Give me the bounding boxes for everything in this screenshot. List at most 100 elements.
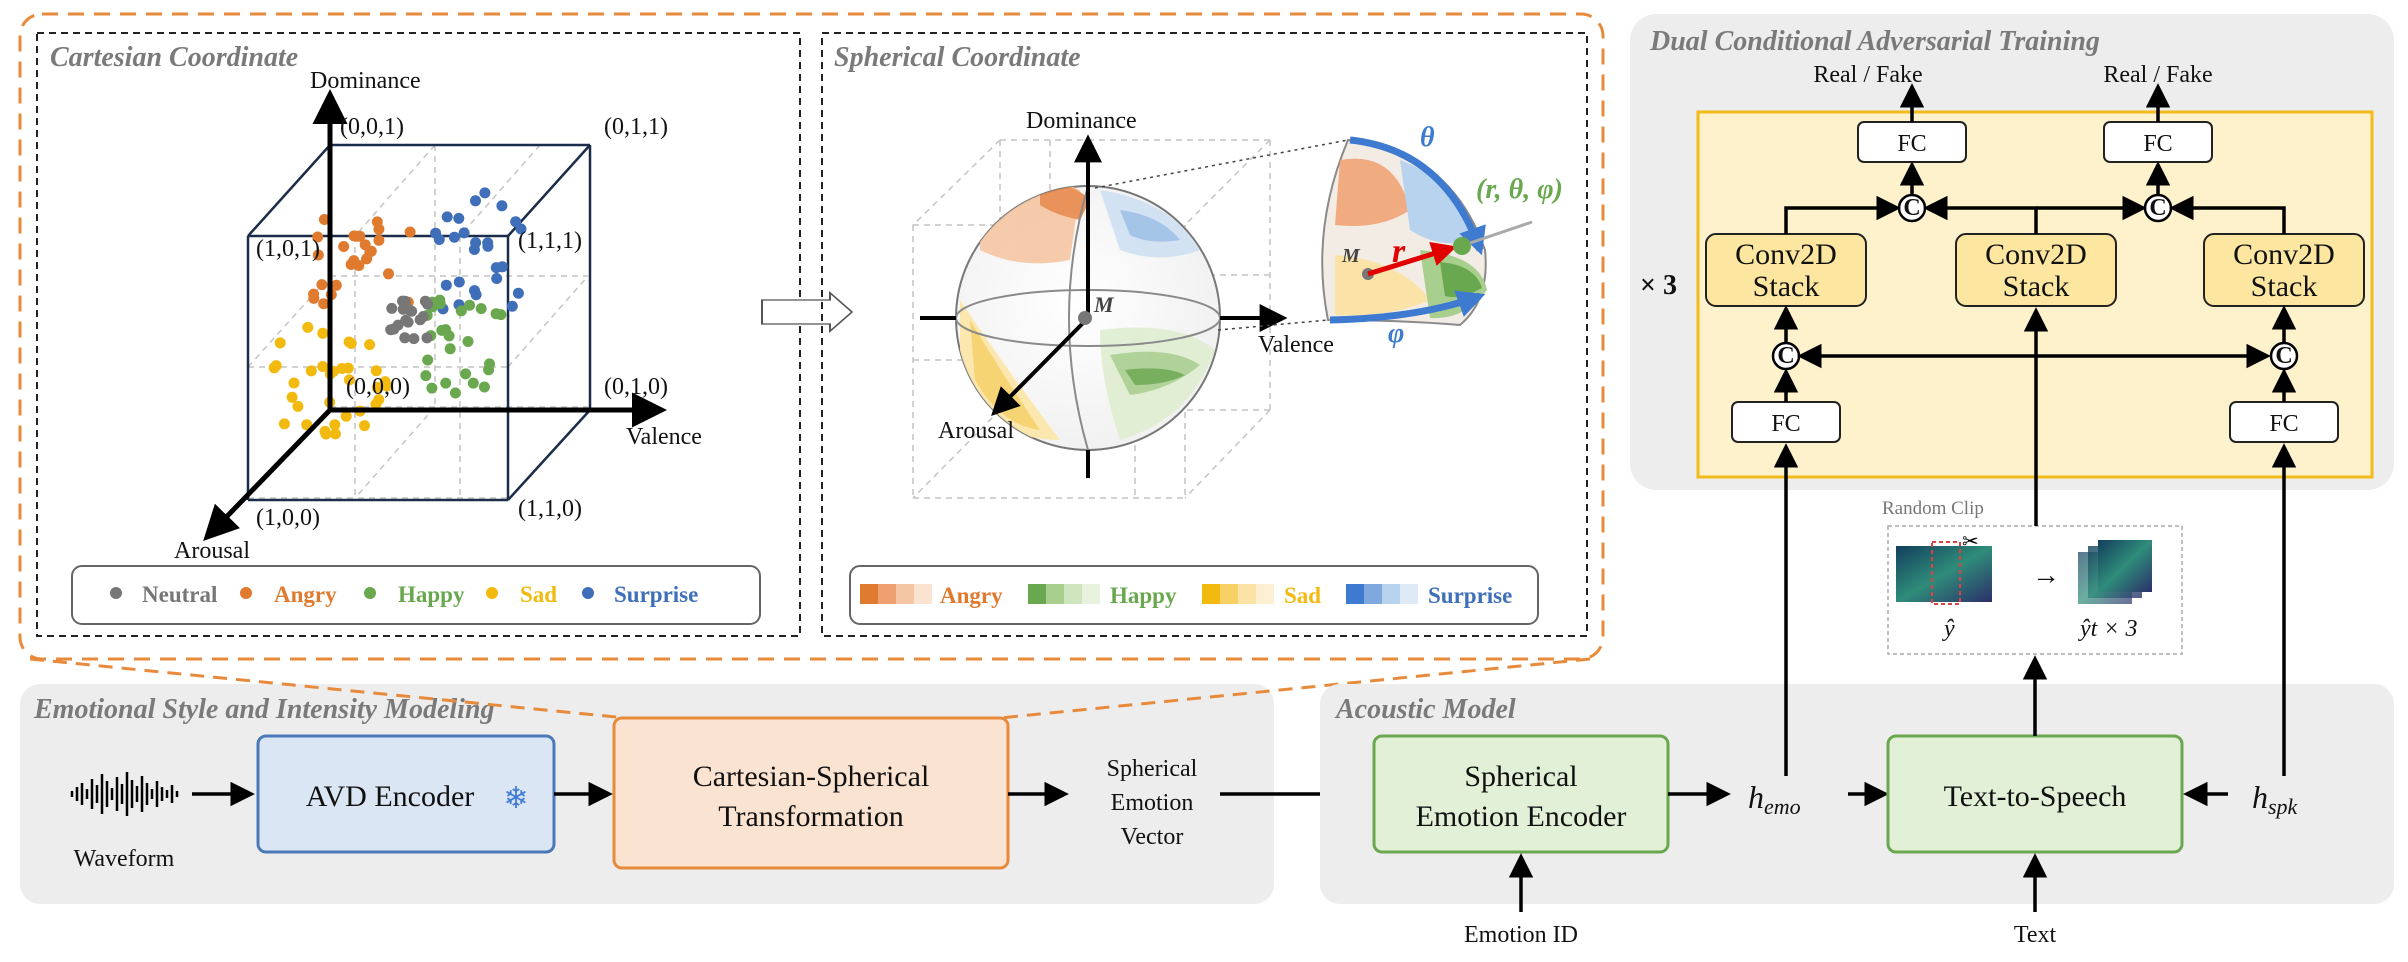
scatter-point-neutral: [417, 311, 429, 322]
scatter-point-angry: [318, 214, 330, 225]
scatter-point-surprise: [510, 216, 522, 228]
clip-arrow: →: [2032, 560, 2060, 591]
scatter-point-sad: [329, 428, 341, 440]
cartesian-legend-items: Neutral Angry Happy Sad Surprise: [110, 582, 698, 607]
scatter-point-surprise: [440, 279, 452, 291]
scatter-point-surprise: [430, 227, 442, 239]
scatter-point-sad: [278, 418, 290, 430]
yt-hat-label: ŷt × 3: [2078, 616, 2138, 642]
scatter-point-angry: [338, 241, 350, 252]
scatter-point-neutral: [399, 332, 411, 344]
sphere-wedge: M r θ φ (r, θ, φ): [1321, 122, 1563, 349]
axis-valence: Valence: [626, 424, 702, 450]
corner-111: (1,1,1): [518, 228, 582, 254]
legend-neutral: Neutral: [142, 582, 217, 607]
fc-bot-right-label: FC: [2269, 411, 2298, 437]
scatter-point-sad: [317, 361, 329, 372]
coords-label: (r, θ, φ): [1476, 174, 1563, 205]
scatter-point-surprise: [470, 289, 482, 301]
corner-101: (1,0,1): [256, 236, 320, 262]
axis-dominance: Dominance: [310, 68, 421, 94]
transform-l1: Cartesian-Spherical: [693, 760, 930, 793]
concat-bot-left-label: C: [1777, 343, 1794, 369]
scatter-point-happy: [475, 303, 487, 315]
avd-encoder-label: AVD Encoder: [306, 780, 475, 813]
sev-l2: Emotion: [1111, 790, 1194, 816]
scatter-point-sad: [302, 321, 314, 333]
scatter-point-angry: [404, 226, 416, 238]
scatter-point-angry: [365, 245, 377, 257]
random-clip: Random Clip ✂ ŷ → ŷt × 3: [1882, 498, 2183, 655]
scatter-point-happy: [426, 382, 438, 394]
encoder-l2: Emotion Encoder: [1416, 800, 1627, 833]
fc-bot-left-label: FC: [1771, 411, 1800, 437]
scatter-point-surprise: [496, 261, 508, 273]
r-label: r: [1392, 233, 1406, 270]
scatter-point-angry: [330, 279, 342, 291]
transform-l2: Transformation: [718, 800, 904, 833]
acoustic-panel: Acoustic Model Spherical Emotion Encoder…: [1320, 684, 2394, 948]
scatter-point-angry: [316, 279, 328, 291]
times-3-label: × 3: [1640, 270, 1677, 301]
scatter-point-sad: [317, 327, 329, 339]
scatter-point-angry: [345, 259, 357, 270]
cartesian-spherical-transform: [612, 716, 1010, 870]
concat-top-left-label: C: [1903, 195, 1920, 221]
dual-title: Dual Conditional Adversarial Training: [1649, 26, 2100, 57]
corner-011: (0,1,1): [604, 114, 668, 140]
scatter-point-surprise: [441, 211, 453, 223]
scatter-point-neutral: [406, 305, 418, 317]
scatter-point-sad: [329, 419, 341, 431]
scatter-point-surprise: [496, 200, 508, 212]
corner-000: (0,0,0): [346, 374, 410, 400]
scatter-point-happy: [434, 294, 446, 306]
sev-l3: Vector: [1121, 824, 1184, 850]
acoustic-title: Acoustic Model: [1334, 694, 1516, 725]
emotion-id-label: Emotion ID: [1464, 922, 1578, 948]
scatter-point-sad: [268, 362, 280, 374]
scatter-point-neutral: [419, 295, 431, 307]
scatter-point-surprise: [482, 240, 494, 252]
scatter-point-surprise: [491, 273, 503, 284]
scatter-point-happy: [484, 358, 495, 370]
waveform-label: Waveform: [74, 846, 175, 872]
waveform-icon: [70, 772, 179, 816]
scatter-point-surprise: [453, 276, 465, 288]
legend-sad: Sad: [520, 582, 557, 607]
scatter-point-sad: [288, 377, 300, 389]
transform-arrow-icon: [761, 290, 854, 334]
real-fake-left: Real / Fake: [1813, 62, 1922, 88]
sphere-center-label: M: [1093, 292, 1115, 317]
corner-010: (0,1,0): [604, 374, 668, 400]
corner-110: (1,1,0): [518, 496, 582, 522]
sph-legend-surprise: Surprise: [1428, 583, 1512, 608]
scatter-point-happy: [444, 343, 456, 355]
real-fake-right: Real / Fake: [2103, 62, 2212, 88]
conv-mid-l1: Conv2D: [1985, 238, 2087, 271]
scatter-point-sad: [274, 337, 286, 349]
conv-left-l2: Stack: [1753, 270, 1820, 303]
scatter-point-sad: [301, 419, 313, 431]
scatter-point-neutral: [397, 303, 409, 315]
scatter-point-angry: [383, 268, 394, 280]
y-hat-label: ŷ: [1942, 616, 1955, 642]
legend-angry: Angry: [274, 582, 337, 607]
scatter-point-sad: [343, 374, 355, 386]
scatter-point-happy: [422, 354, 434, 366]
scatter-point-surprise: [470, 195, 481, 207]
scatter-point-happy: [467, 377, 479, 389]
scatter-point-sad: [292, 400, 304, 412]
scatter-point-happy: [449, 387, 461, 399]
spherical-title: Spherical Coordinate: [834, 42, 1081, 73]
corner-001: (0,0,1): [340, 114, 404, 140]
scatter-point-sad: [364, 339, 376, 351]
cartesian-panel: Cartesian Coordinate: [36, 32, 801, 637]
wedge-center-label: M: [1341, 245, 1361, 267]
scatter-point-sad: [370, 398, 382, 410]
scatter-point-neutral: [421, 332, 433, 344]
scatter-point-neutral: [402, 316, 414, 328]
dual-adversarial-panel: Dual Conditional Adversarial Training Re…: [1630, 14, 2394, 490]
cartesian-title: Cartesian Coordinate: [50, 42, 298, 73]
scatter-point-sad: [336, 363, 348, 374]
sph-legend-angry: Angry: [940, 583, 1003, 608]
